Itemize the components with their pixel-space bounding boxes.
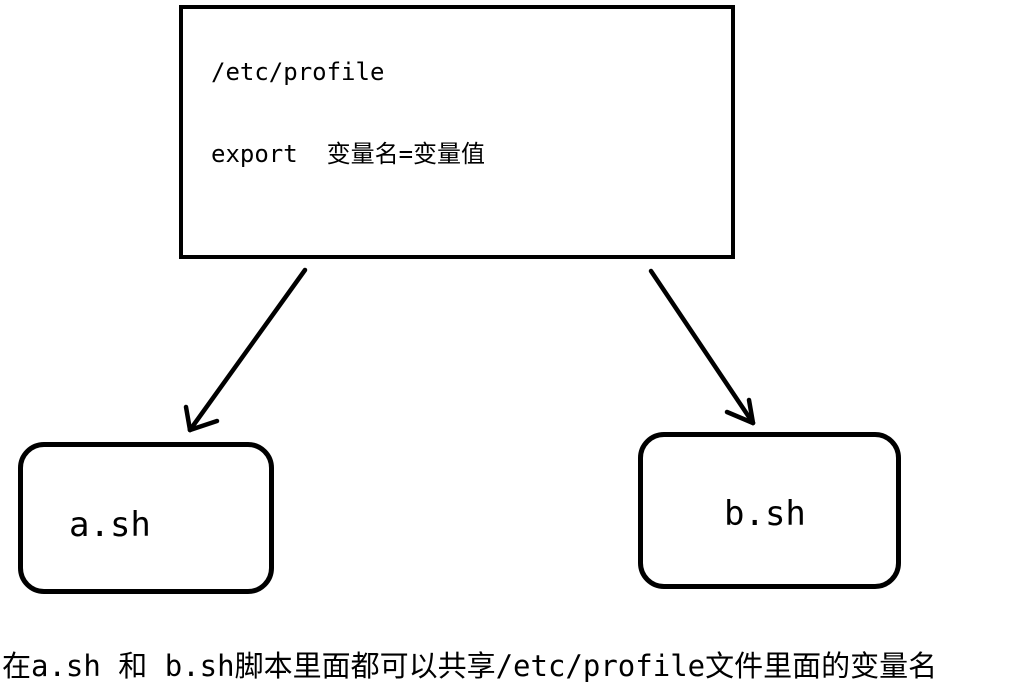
b-sh-box: b.sh [638, 432, 901, 589]
profile-box: /etc/profile export 变量名=变量值 [179, 5, 735, 259]
a-sh-box: a.sh [18, 442, 274, 594]
a-sh-label: a.sh [69, 505, 151, 545]
profile-box-path-text: /etc/profile [211, 58, 385, 86]
arrow-profile-to-a [183, 267, 308, 433]
arrow-profile-to-b [648, 268, 756, 426]
caption-text: 在a.sh 和 b.sh脚本里面都可以共享/etc/profile文件里面的变量… [2, 649, 938, 683]
profile-box-export-text: export 变量名=变量值 [211, 140, 486, 168]
b-sh-label: b.sh [724, 494, 806, 534]
